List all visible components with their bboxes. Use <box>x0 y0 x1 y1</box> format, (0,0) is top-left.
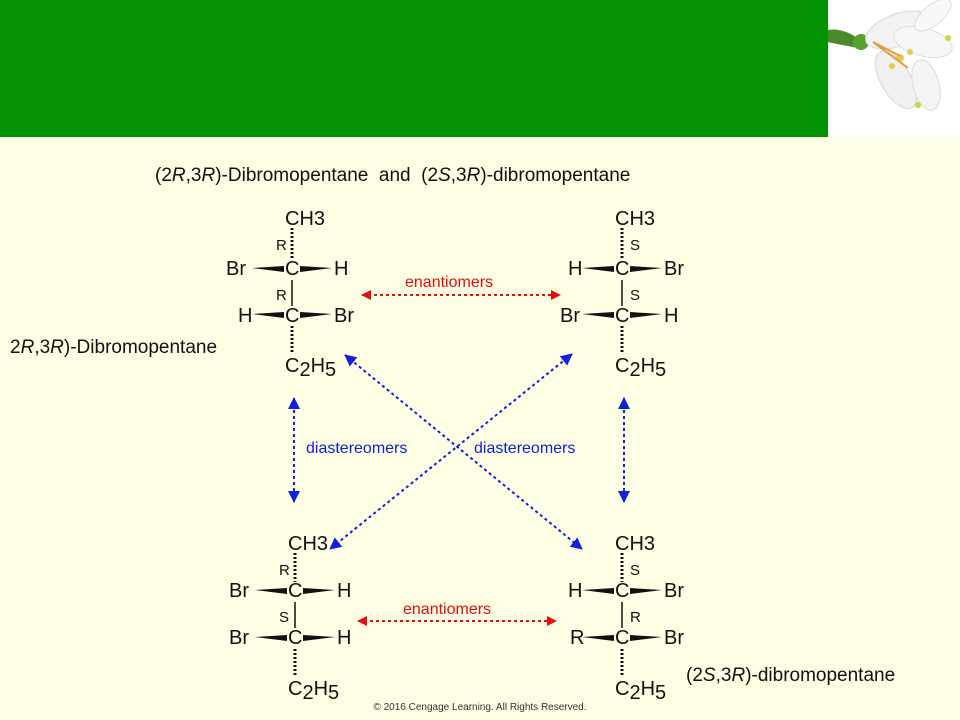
mol-c3-right: H <box>337 627 351 649</box>
mol-c3-carbon: C <box>615 627 629 649</box>
mol-c2-carbon: C <box>615 258 629 280</box>
diastereomers-label-left: diastereomers <box>306 440 407 457</box>
mol-c2-left: H <box>568 258 582 280</box>
mol-bottom-group: C2H5 <box>615 355 666 381</box>
mol-c2-config: S <box>630 562 640 579</box>
enantiomers-label-top: enantiomers <box>405 274 493 291</box>
diastereomer-arrow-diagonal-2 <box>329 353 573 550</box>
mol-top-group: CH3 <box>288 533 328 555</box>
mol-c3-right: Br <box>664 627 684 649</box>
flower-image <box>828 0 960 137</box>
label-2r3r: 2R,3R)-Dibromopentane <box>10 337 218 358</box>
mol-top-group: CH3 <box>615 533 655 555</box>
mol-c3-carbon: C <box>615 305 629 327</box>
mol-c3-right: Br <box>334 305 354 327</box>
mol-c3-config: S <box>279 609 289 626</box>
mol-c2-left: Br <box>229 580 249 602</box>
header-banner <box>0 0 828 137</box>
mol-c2-right: H <box>334 258 348 280</box>
mol-c2-right: Br <box>664 580 684 602</box>
label-2s3r: (2S,3R)-dibromopentane <box>686 665 896 686</box>
mol-top-group: CH3 <box>615 208 655 230</box>
page-title: (2R,3R)-Dibromopentane and (2S,3R)-dibro… <box>155 165 631 186</box>
molecule-bottom-right: CH3 S H C Br R R C Br C2H5 <box>568 533 684 704</box>
diastereomers-label-right: diastereomers <box>474 440 575 457</box>
mol-c2-left: H <box>568 580 582 602</box>
mol-top-group: CH3 <box>285 208 325 230</box>
mol-c3-left: H <box>238 305 252 327</box>
mol-c2-carbon: C <box>288 580 302 602</box>
mol-c2-right: H <box>337 580 351 602</box>
mol-c3-carbon: C <box>288 627 302 649</box>
mol-c3-config: R <box>630 609 641 626</box>
mol-c3-carbon: C <box>285 305 299 327</box>
mol-c3-left: R <box>570 627 584 649</box>
mol-c2-carbon: C <box>615 580 629 602</box>
mol-c3-config: R <box>276 287 287 304</box>
molecule-top-left: CH3 R Br C H R H C Br C2H5 <box>226 208 354 381</box>
mol-c2-config: R <box>276 237 287 254</box>
mol-c3-left: Br <box>229 627 249 649</box>
molecule-bottom-left: CH3 R Br C H S Br C H C2H5 <box>229 533 351 704</box>
copyright-notice: © 2016 Cengage Learning. All Rights Rese… <box>373 702 587 713</box>
mol-bottom-group: C2H5 <box>615 678 666 704</box>
mol-c2-left: Br <box>226 258 246 280</box>
mol-c3-left: Br <box>560 305 580 327</box>
mol-c2-config: R <box>279 562 290 579</box>
enantiomers-label-bottom: enantiomers <box>403 601 491 618</box>
mol-c3-config: S <box>630 287 640 304</box>
mol-c2-carbon: C <box>285 258 299 280</box>
mol-c3-right: H <box>664 305 678 327</box>
mol-c2-right: Br <box>664 258 684 280</box>
mol-c2-config: S <box>630 237 640 254</box>
molecule-top-right: CH3 S H C Br S Br C H C2H5 <box>560 208 684 381</box>
mol-bottom-group: C2H5 <box>288 678 339 704</box>
flower-icon <box>828 0 953 111</box>
mol-bottom-group: C2H5 <box>285 355 336 381</box>
